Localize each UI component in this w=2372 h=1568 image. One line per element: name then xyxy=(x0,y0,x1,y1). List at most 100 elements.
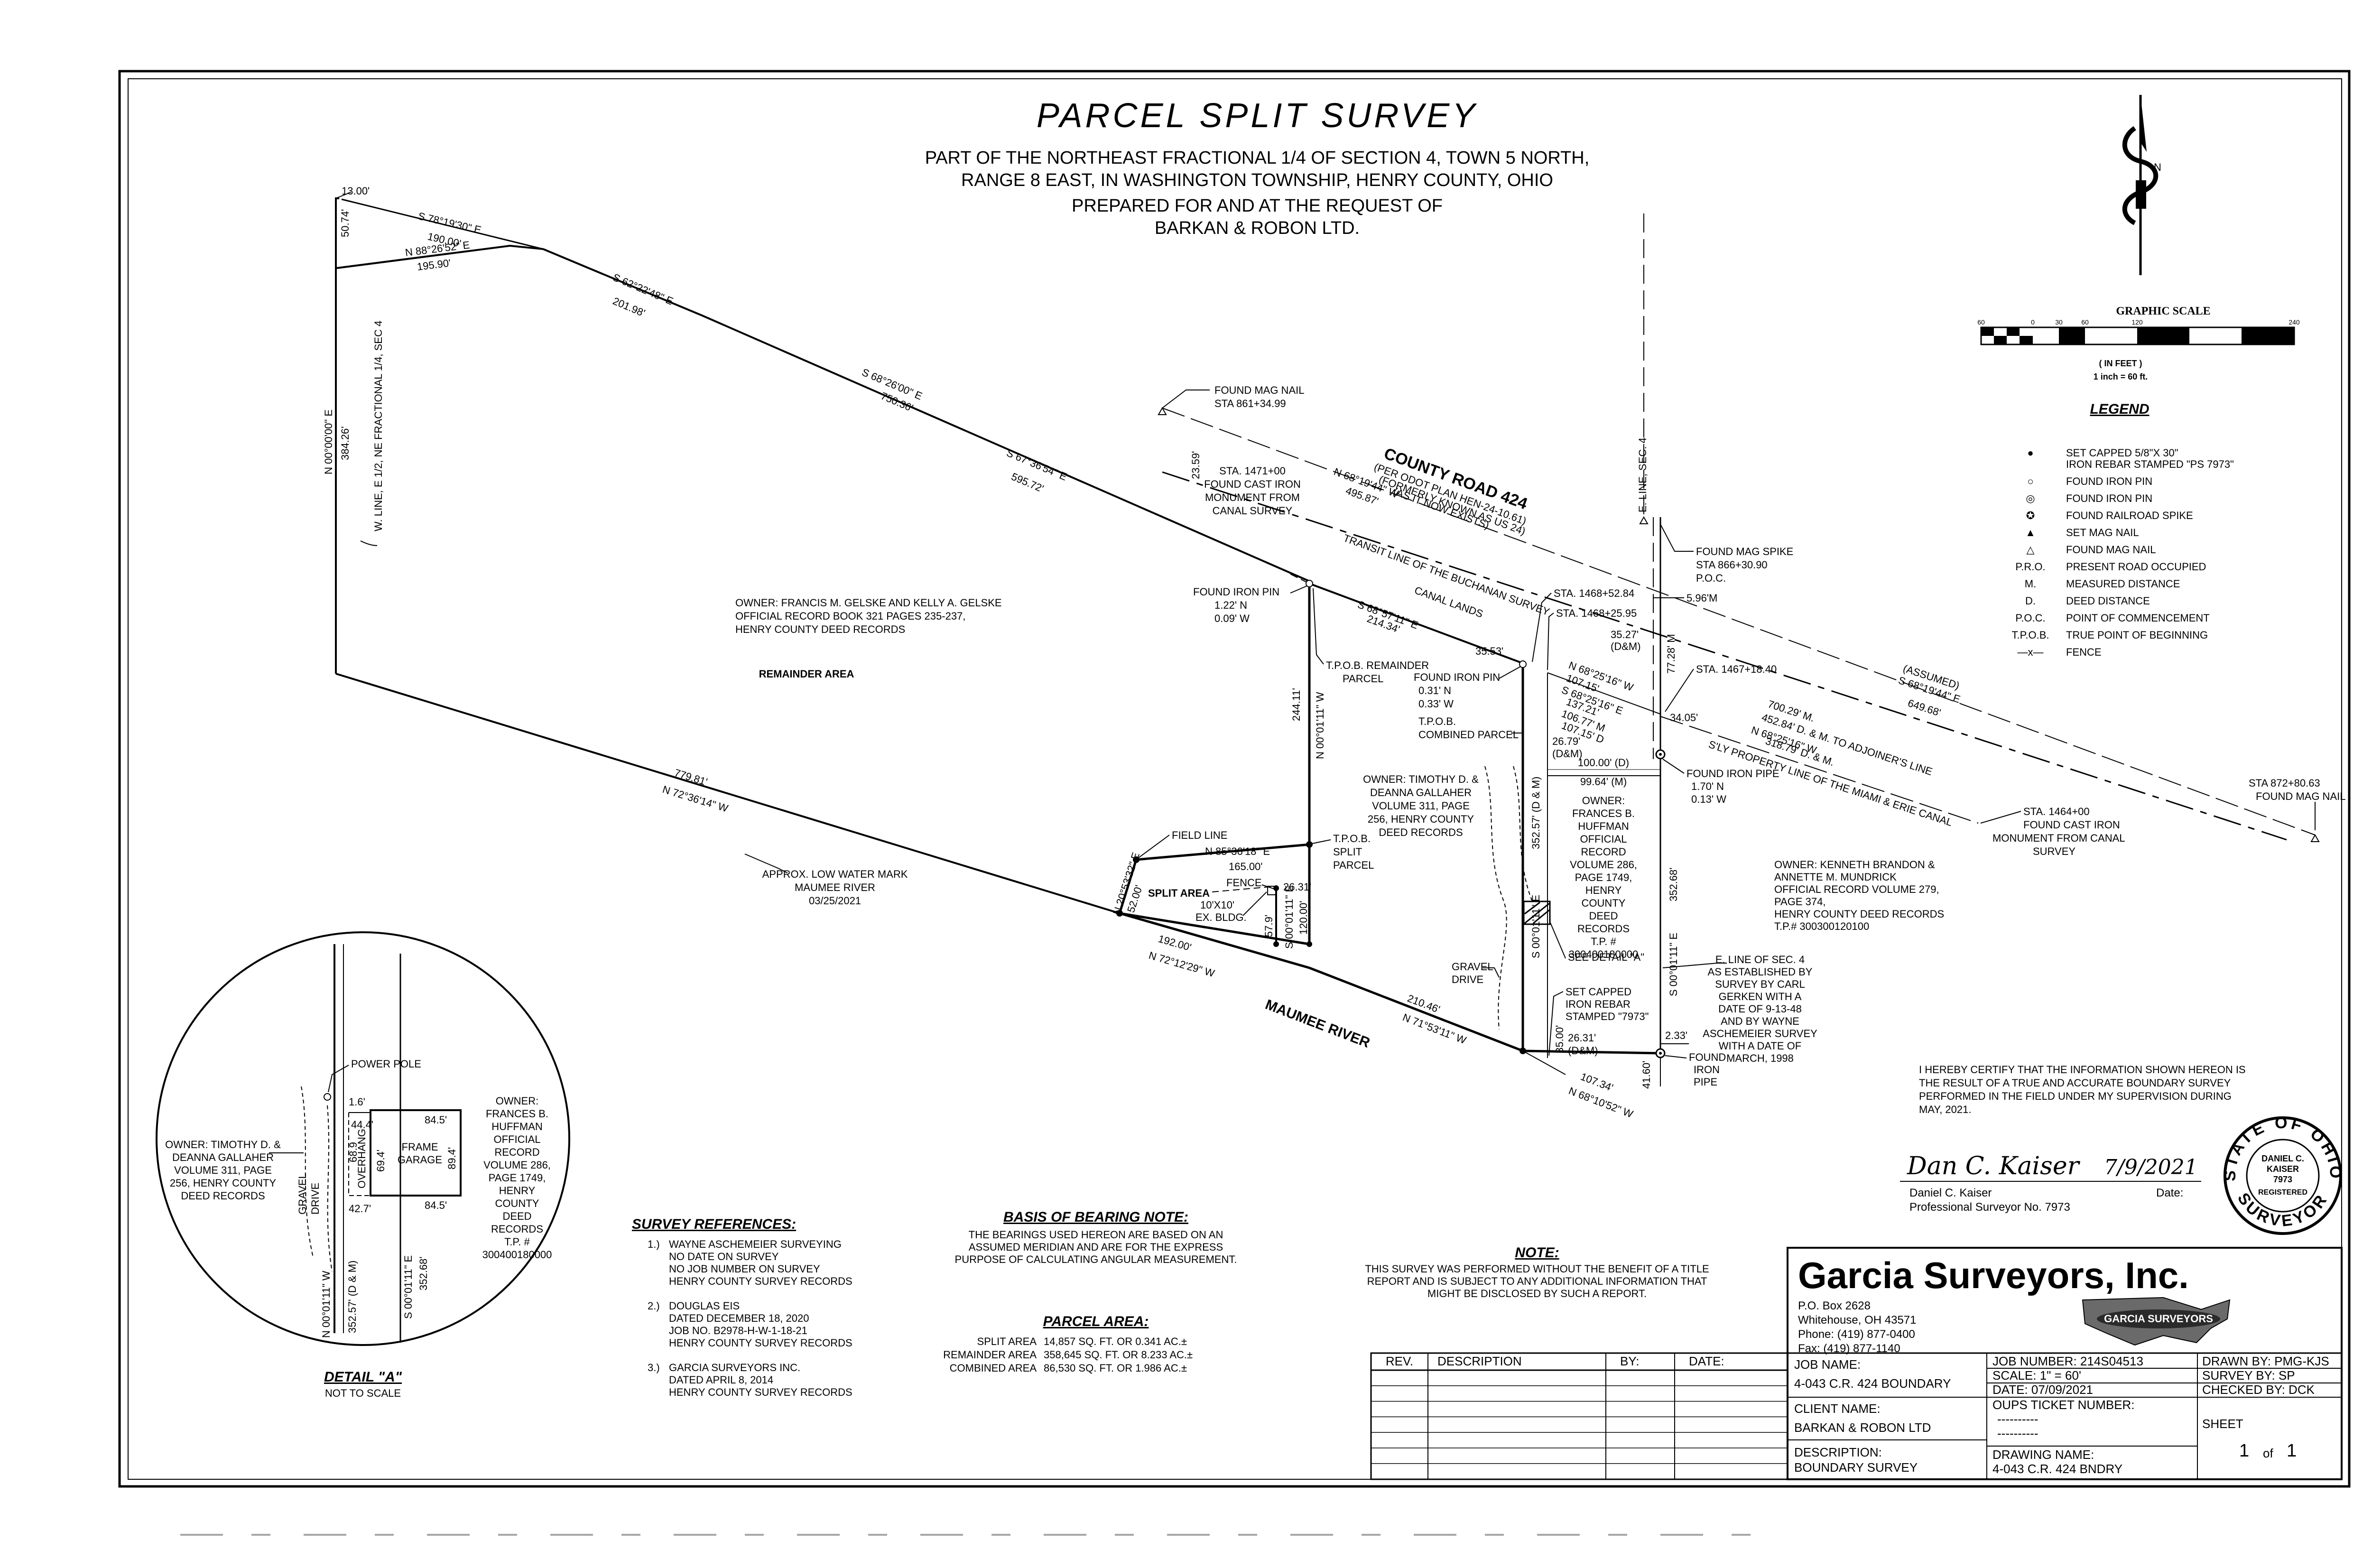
legend-symbol-8: D. xyxy=(2025,595,2036,607)
detail-dist-right: 352.68' xyxy=(417,1257,429,1291)
bldg-1: EX. BLDG. xyxy=(1195,911,1247,923)
client-label: CLIENT NAME: xyxy=(1794,1401,1881,1416)
frame-garage xyxy=(370,1109,462,1197)
e-line-est-0: E. LINE OF SEC. 4 xyxy=(1715,954,1805,965)
parcel-lines xyxy=(335,192,1661,1086)
area-title: PARCEL AREA: xyxy=(1043,1314,1149,1329)
drawing-label: DRAWING NAME: xyxy=(1992,1447,2094,1462)
dim-99-64: 99.64' (M) xyxy=(1580,776,1627,788)
dist-ne3: 595.72' xyxy=(1010,471,1046,495)
gravel-drive-1: DRIVE xyxy=(1452,974,1483,985)
owner-huffman-2: HUFFMAN xyxy=(1578,820,1629,832)
sta-872-0: STA 872+80.63 xyxy=(2249,777,2320,789)
logo-text: GARCIA SURVEYORS xyxy=(2104,1313,2213,1325)
detail-dim-44-4: 44.4' xyxy=(351,1119,373,1131)
tpob-split-2: PARCEL xyxy=(1333,859,1374,871)
point-symbols xyxy=(1116,407,2320,1058)
e-line-est-8: MARCH, 1998 xyxy=(1726,1052,1794,1064)
legend-label-4: SET MAG NAIL xyxy=(2066,527,2139,538)
detail-circle xyxy=(156,931,570,1346)
detail-dim-69-4: 69.4' xyxy=(375,1150,387,1172)
ref-line-0-3: HENRY COUNTY SURVEY RECORDS xyxy=(669,1275,852,1287)
detail-owner-huffman-7: HENRY xyxy=(499,1185,536,1197)
legend-label-3: FOUND RAILROAD SPIKE xyxy=(2066,510,2193,521)
desc-label: DESCRIPTION: xyxy=(1794,1445,1882,1459)
e-line-est-7: WITH A DATE OF xyxy=(1719,1040,1801,1052)
detail-owner-gallaher-4: DEED RECORDS xyxy=(181,1190,265,1202)
sta-1468-25: STA. 1468+25.95 xyxy=(1556,607,1637,619)
south-dist: 779.81' xyxy=(673,767,709,788)
survey-by: SURVEY BY: SP xyxy=(2202,1368,2295,1382)
legend-label-9: POINT OF COMMENCEMENT xyxy=(2066,612,2210,624)
owner-huffman-4: RECORD xyxy=(1581,846,1626,858)
dim-100-00: 100.00' (D) xyxy=(1578,757,1629,769)
found-pipe-1-2: 0.13' W xyxy=(1691,793,1726,805)
title-line3: PREPARED FOR AND AT THE REQUEST OF xyxy=(1072,196,1443,216)
sta-872-1: FOUND MAG NAIL xyxy=(2256,790,2345,802)
dim-34-05: 34.05' xyxy=(1670,712,1698,724)
dim-26-79-0: 26.79' xyxy=(1552,735,1580,747)
owner-huffman-3: OFFICIAL xyxy=(1580,833,1627,845)
dim-50-74: 50.74' xyxy=(339,209,351,237)
e-line-est-6: ASCHEMEIER SURVEY xyxy=(1703,1028,1817,1039)
scale-value: SCALE: 1" = 60' xyxy=(1992,1368,2081,1382)
legend-label-8: DEED DISTANCE xyxy=(2066,595,2150,607)
owner-mundrick-5: T.P.# 300300120100 xyxy=(1774,920,1869,932)
seal-inner-0: DANIEL C. xyxy=(2261,1154,2304,1163)
ref-num-0: 1.) xyxy=(648,1238,660,1250)
e-line-est-2: SURVEY BY CARL xyxy=(1715,978,1805,990)
ref-line-0-2: NO JOB NUMBER ON SURVEY xyxy=(669,1263,820,1275)
cert-0: I HEREBY CERTIFY THAT THE INFORMATION SH… xyxy=(1919,1064,2246,1076)
e-line-sec4: E. LINE, SEC. 4 xyxy=(1637,437,1649,512)
mag-spike-0: FOUND MAG SPIKE xyxy=(1696,546,1793,557)
see-detail: SEE DETAIL "A" xyxy=(1568,951,1644,963)
signature-date: 7/9/2021 xyxy=(2104,1155,2198,1179)
found-pipe-2-2: PIPE xyxy=(1694,1076,1717,1088)
surveyor-name: Daniel C. Kaiser xyxy=(1909,1187,1992,1199)
field-line: FIELD LINE xyxy=(1172,829,1227,841)
owner-huffman-0: OWNER: xyxy=(1582,795,1625,807)
owner-huffman-5: VOLUME 286, xyxy=(1570,859,1637,871)
rev-header-3: DATE: xyxy=(1689,1354,1724,1368)
rev-header-0: REV. xyxy=(1386,1354,1413,1368)
dim-57-90: 57.9' xyxy=(1263,915,1275,937)
signature: Dan C. Kaiser xyxy=(1907,1152,2081,1180)
owner-gallaher-1: DEANNA GALLAHER xyxy=(1370,787,1472,798)
sheet-label: SHEET xyxy=(2202,1417,2243,1431)
tpob-comb-0: T.P.O.B. xyxy=(1418,715,1456,727)
low-water-1: MAUMEE RIVER xyxy=(795,881,875,893)
detail-dim-68-9: 68.9 xyxy=(347,1142,359,1162)
detail-overhang: OVERHANG xyxy=(356,1129,368,1188)
owner-huffman-6: PAGE 1749, xyxy=(1575,872,1632,883)
dim-35-00: 35.00' xyxy=(1554,1025,1566,1053)
north-arrow-icon: N xyxy=(2122,95,2161,275)
legend-symbol-1: ○ xyxy=(2027,475,2033,487)
bearing-title: BASIS OF BEARING NOTE: xyxy=(1003,1209,1188,1225)
dist-ne1: 201.98' xyxy=(611,295,647,319)
sta-1467: STA. 1467+18.40 xyxy=(1696,663,1777,675)
sta-1471-3: CANAL SURVEY xyxy=(1213,505,1293,517)
graphic-scale-title: GRAPHIC SCALE xyxy=(2116,305,2210,317)
brg-comb-w: S 00°01'11" E xyxy=(1530,895,1542,958)
fence-label: FENCE xyxy=(1226,877,1262,889)
road-line xyxy=(1162,408,2316,835)
west-brg: N 00°00'00" E xyxy=(323,409,334,474)
mag-spike-2: P.O.C. xyxy=(1696,572,1726,584)
checked-by: CHECKED BY: DCK xyxy=(2202,1382,2315,1397)
oups-2: ---------- xyxy=(1997,1426,2038,1440)
detail-owner-gallaher-1: DEANNA GALLAHER xyxy=(172,1151,274,1163)
owner-huffman-11: T.P. # xyxy=(1591,936,1616,947)
gravel-drive-0: GRAVEL xyxy=(1452,961,1493,973)
mag-nail-1: STA 861+34.99 xyxy=(1214,398,1286,409)
detail-owner-huffman-9: DEED xyxy=(502,1210,531,1222)
detail-subtitle: NOT TO SCALE xyxy=(325,1387,401,1399)
ref-line-2-2: HENRY COUNTY SURVEY RECORDS xyxy=(669,1386,852,1398)
certification: I HEREBY CERTIFY THAT THE INFORMATION SH… xyxy=(1900,1064,2342,1235)
west-dist: 384.26' xyxy=(339,427,351,461)
legend-label-1: FOUND IRON PIN xyxy=(2066,475,2152,487)
river-line xyxy=(1119,912,1661,1055)
detail-owner-huffman-5: VOLUME 286, xyxy=(483,1159,551,1171)
north-label: N xyxy=(2154,161,2161,173)
cert-2: PERFORMED IN THE FIELD UNDER MY SUPERVIS… xyxy=(1919,1090,2232,1102)
